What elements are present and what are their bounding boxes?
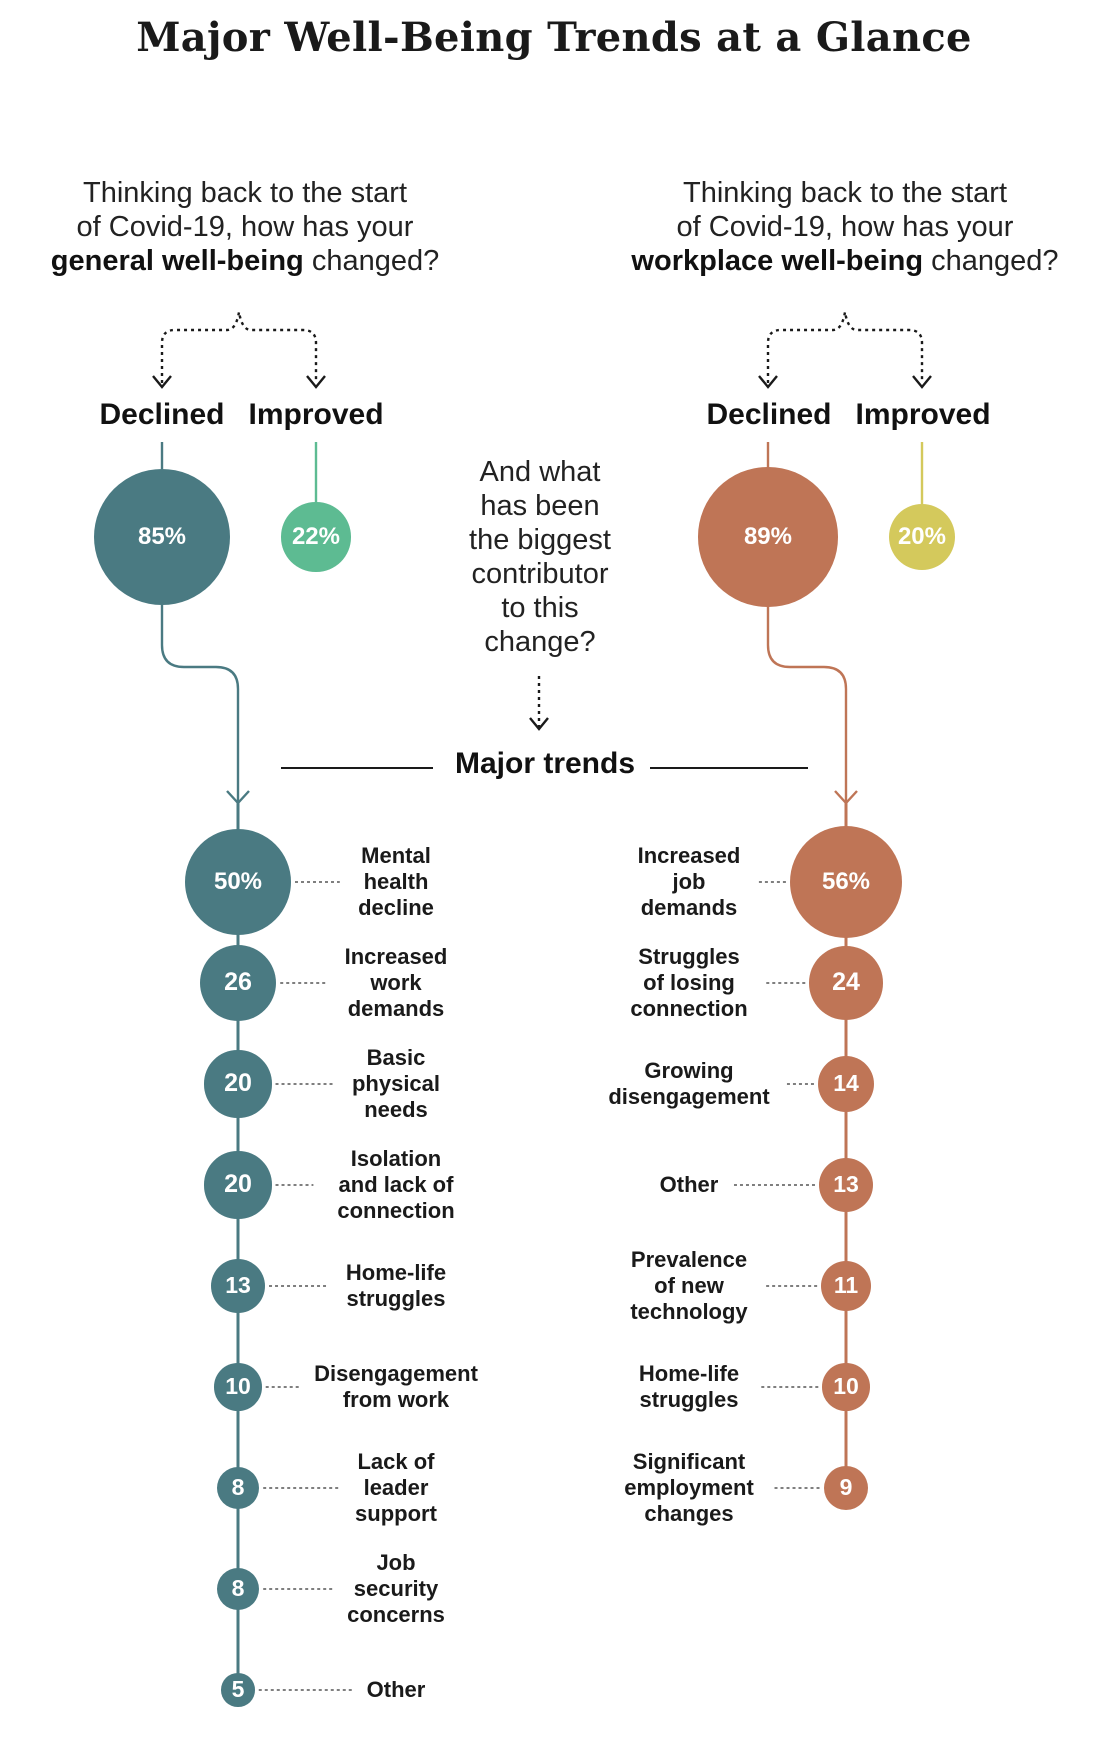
general-question-emphasis: general well-being xyxy=(50,245,304,277)
workplace-brace xyxy=(766,311,924,383)
general-top-bubble-0: 85% xyxy=(94,469,230,605)
general-trend-bubble-3: 20 xyxy=(204,1151,272,1219)
workplace-trend-bubble-4: 11 xyxy=(821,1261,871,1311)
general-trend-bubble-7: 8 xyxy=(216,1567,260,1611)
general-brace-arrowhead-0 xyxy=(152,375,172,389)
workplace-trend-label-3: Other xyxy=(659,1172,719,1197)
workplace-brace-arrowhead-1 xyxy=(912,375,932,389)
page-title: Major Well-Being Trends at a Glance xyxy=(136,14,972,61)
general-trend-bubble-6: 8 xyxy=(216,1466,260,1510)
workplace-trend-bubble-0: 56% xyxy=(789,825,903,939)
general-trend-bubble-5: 10 xyxy=(214,1363,262,1411)
workplace-top-bubble-1: 20% xyxy=(889,504,955,570)
general-brace-arrowhead-1 xyxy=(306,375,326,389)
general-improved-header: Improved xyxy=(248,398,384,431)
workplace-trend-bubble-2: 14 xyxy=(817,1055,875,1113)
general-trend-bubble-1: 26 xyxy=(199,944,277,1022)
workplace-brace-arrowhead-0 xyxy=(758,375,778,389)
contributor-question: And what has been the biggest contributo… xyxy=(469,456,611,658)
workplace-question: Thinking back to the start of Covid-19, … xyxy=(631,177,1059,277)
general-trend-bubble-4: 13 xyxy=(210,1258,266,1314)
general-trend-bubble-2: 20 xyxy=(204,1050,272,1118)
general-top-bubble-1: 22% xyxy=(281,502,351,572)
general-declined-header: Declined xyxy=(99,398,225,431)
major-trends-label: Major trends xyxy=(440,747,650,781)
workplace-question-emphasis: workplace well-being xyxy=(631,245,924,277)
general-brace xyxy=(160,311,318,383)
workplace-trend-bubble-3: 13 xyxy=(818,1157,874,1213)
general-connector xyxy=(160,605,240,802)
workplace-top-bubble-0: 89% xyxy=(698,467,838,607)
workplace-trend-bubble-6: 9 xyxy=(823,1465,869,1511)
general-question: Thinking back to the start of Covid-19, … xyxy=(50,177,440,277)
general-trend-bubble-8: 5 xyxy=(221,1673,255,1707)
workplace-improved-header: Improved xyxy=(855,398,991,431)
workplace-trend-bubble-1: 24 xyxy=(809,946,883,1020)
workplace-connector xyxy=(766,606,848,802)
general-trend-label-8: Other xyxy=(366,1677,426,1702)
workplace-trend-bubble-5: 10 xyxy=(822,1363,870,1411)
middle-arrowhead xyxy=(529,717,549,731)
workplace-declined-header: Declined xyxy=(706,398,832,431)
general-trend-bubble-0: 50% xyxy=(185,829,291,935)
